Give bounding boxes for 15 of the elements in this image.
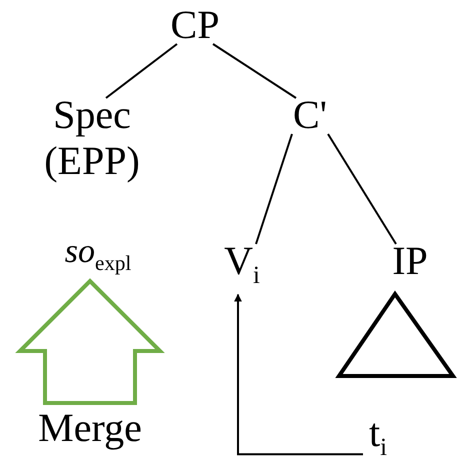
tree-branch (327, 133, 397, 245)
movement-arrow (234, 294, 363, 456)
tree-branch (255, 134, 293, 244)
block-arrow (15, 278, 165, 405)
subtree-triangle (335, 290, 457, 380)
tree-branch (212, 43, 297, 99)
tree-label: so$_{expl}$ (64, 232, 132, 276)
tree-label: CP (170, 2, 220, 48)
tree-label: V$_{i}$ (224, 238, 260, 291)
tree-label: Merge (38, 405, 142, 451)
tree-label: Spec (EPP) (32, 92, 152, 184)
tree-label: t$_{i}$ (369, 410, 387, 460)
tree-branch (105, 43, 178, 99)
tree-label: C' (293, 92, 327, 138)
tree-label: IP (392, 238, 428, 284)
